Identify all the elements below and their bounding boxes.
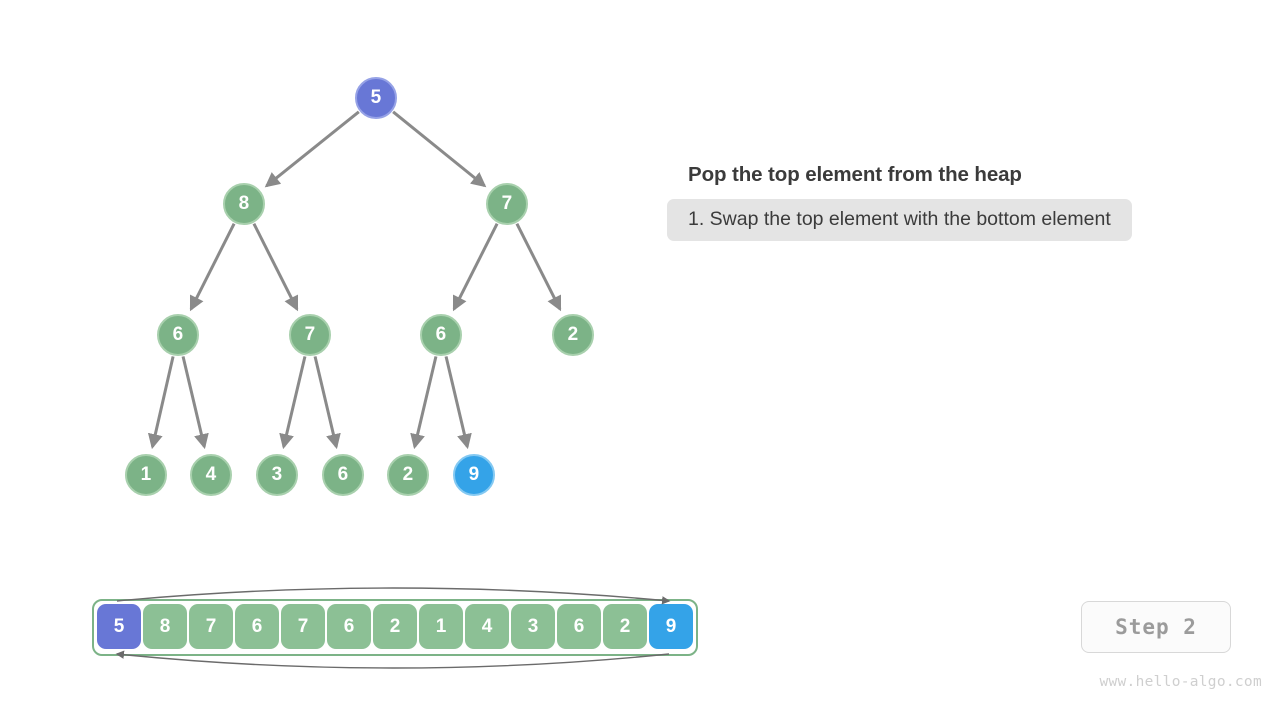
tree-edge-n1-n3 (189, 222, 236, 312)
array-cell-4: 7 (281, 604, 325, 649)
tree-node-7-n2: 7 (486, 183, 528, 225)
tree-edges (147, 110, 562, 450)
tree-node-6-n3: 6 (157, 314, 199, 356)
tree-node-6-n5: 6 (420, 314, 462, 356)
tree-node-1-n7: 1 (125, 454, 167, 496)
tree-edge-n1-n4 (252, 222, 299, 312)
array-cell-8: 4 (465, 604, 509, 649)
array-cell-2: 7 (189, 604, 233, 649)
array-cell-9: 3 (511, 604, 555, 649)
step-item-1: 1. Swap the top element with the bottom … (667, 199, 1132, 241)
tree-node-6-n10: 6 (322, 454, 364, 496)
tree-edge-n4-n9 (279, 356, 307, 450)
tree-edge-n3-n7 (147, 356, 175, 450)
array-cell-11: 2 (603, 604, 647, 649)
tree-node-2-n6: 2 (552, 314, 594, 356)
array-cell-7: 1 (419, 604, 463, 649)
tree-edge-n0-n1 (264, 110, 360, 188)
tree-edge-n0-n2 (392, 110, 487, 188)
array-cell-0: 5 (97, 604, 141, 649)
tree-node-3-n9: 3 (256, 454, 298, 496)
tree-edge-n3-n8 (181, 356, 209, 450)
tree-node-9-n12: 9 (453, 454, 495, 496)
page-title: Pop the top element from the heap (688, 163, 1022, 186)
array-cell-1: 8 (143, 604, 187, 649)
tree-node-2-n11: 2 (387, 454, 429, 496)
tree-edge-n4-n10 (313, 356, 341, 450)
swap-arc-bottom (115, 650, 670, 669)
array-cell-12: 9 (649, 604, 693, 649)
tree-edge-n2-n6 (515, 222, 562, 312)
watermark: www.hello-algo.com (1099, 674, 1262, 690)
step-list: 1. Swap the top element with the bottom … (667, 199, 1248, 241)
tree-node-8-n1: 8 (223, 183, 265, 225)
array-cell-5: 6 (327, 604, 371, 649)
tree-edge-n5-n12 (444, 356, 472, 450)
tree-edge-n5-n11 (410, 356, 438, 450)
array-cell-10: 6 (557, 604, 601, 649)
tree-edge-n2-n5 (452, 222, 499, 312)
info-panel: Pop the top element from the heap 1. Swa… (667, 163, 1248, 241)
tree-node-5-n0: 5 (355, 77, 397, 119)
array-cell-3: 6 (235, 604, 279, 649)
tree-node-7-n4: 7 (289, 314, 331, 356)
array-cell-6: 2 (373, 604, 417, 649)
tree-node-4-n8: 4 (190, 454, 232, 496)
status-badge: Step 2 (1081, 601, 1231, 653)
